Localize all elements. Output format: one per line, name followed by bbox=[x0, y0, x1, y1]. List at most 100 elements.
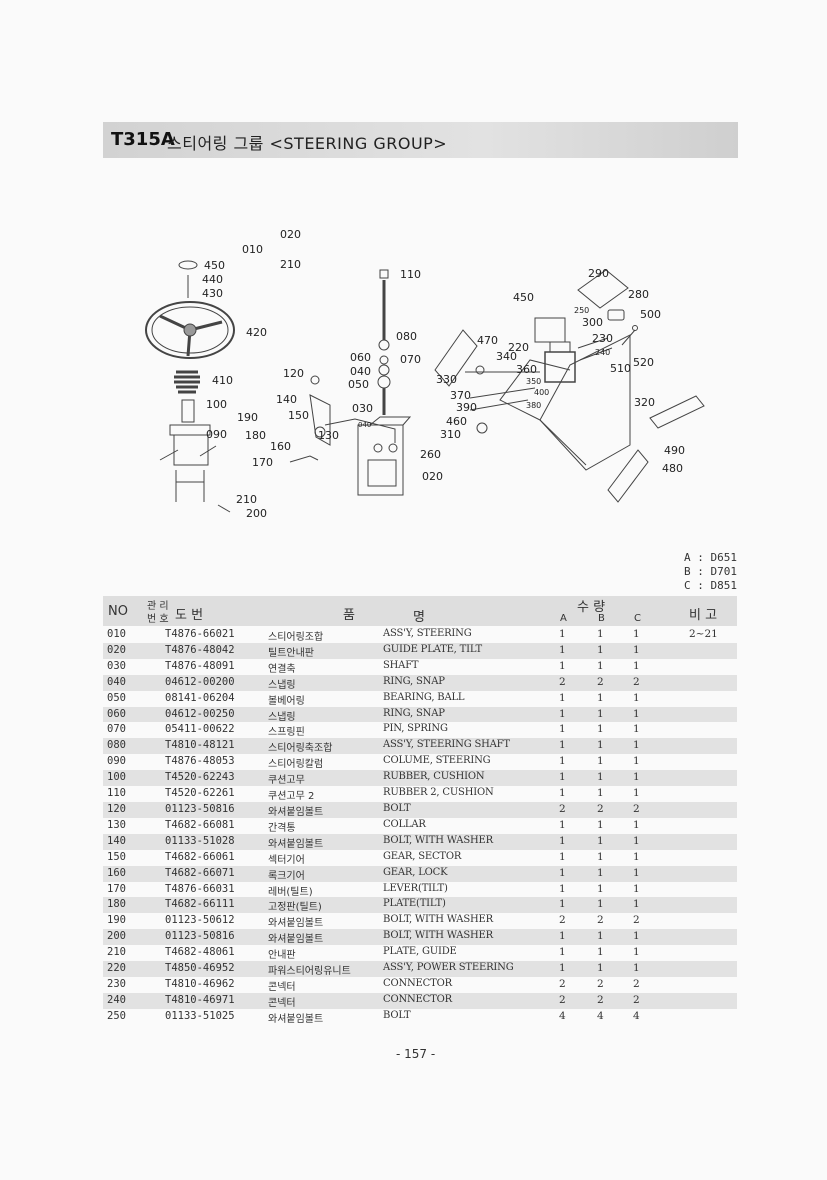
cell-a: 1 bbox=[559, 946, 566, 959]
cell-b: 1 bbox=[597, 930, 604, 943]
callout-070: 070 bbox=[400, 353, 421, 366]
cell-no: 120 bbox=[107, 802, 126, 815]
cell-c: 2 bbox=[633, 802, 640, 815]
cell-a: 1 bbox=[559, 787, 566, 800]
cell-c: 2 bbox=[633, 675, 640, 688]
cell-kr: 레버(틸트) bbox=[268, 886, 313, 898]
cell-c: 1 bbox=[633, 691, 640, 704]
cell-a: 1 bbox=[559, 691, 566, 704]
callout-220: 220 bbox=[508, 341, 529, 354]
cell-kr: 쿠션고무 bbox=[268, 775, 305, 787]
model-legend-b: B : D701 bbox=[684, 565, 737, 578]
cell-c: 2 bbox=[633, 993, 640, 1006]
header-drawing-no: 도 번 bbox=[175, 608, 204, 623]
cell-rm: 2~21 bbox=[689, 628, 718, 640]
callout-480: 480 bbox=[662, 462, 683, 475]
header-qty-c: C bbox=[634, 613, 641, 624]
callout-340: 340 bbox=[496, 350, 517, 363]
cell-b: 1 bbox=[597, 850, 604, 863]
model-legend-c: C : D851 bbox=[684, 579, 737, 592]
callout-210b: 210 bbox=[236, 493, 257, 506]
callout-450b: 450 bbox=[513, 291, 534, 304]
callout-400: 400 bbox=[534, 388, 549, 397]
section-title: 스티어링 그룹 <STEERING GROUP> bbox=[167, 134, 448, 153]
cell-no: 020 bbox=[107, 643, 126, 656]
cell-en: BOLT, WITH WASHER bbox=[383, 914, 493, 926]
callout-470: 470 bbox=[477, 334, 498, 347]
cell-b: 1 bbox=[597, 787, 604, 800]
callout-160: 160 bbox=[270, 440, 291, 453]
cell-kr: 볼베어링 bbox=[268, 695, 305, 707]
cell-no: 150 bbox=[107, 850, 126, 863]
cell-a: 2 bbox=[559, 914, 566, 927]
callout-390: 390 bbox=[456, 401, 477, 414]
cell-en: RING, SNAP bbox=[383, 675, 445, 687]
cell-no: 160 bbox=[107, 866, 126, 879]
cell-b: 1 bbox=[597, 723, 604, 736]
cell-en: PLATE(TILT) bbox=[383, 898, 446, 910]
cell-b: 1 bbox=[597, 707, 604, 720]
cell-kr: 와셔붙임볼트 bbox=[268, 1013, 324, 1025]
cell-no: 010 bbox=[107, 628, 126, 640]
cell-en: GUIDE PLATE, TILT bbox=[383, 643, 482, 655]
cell-a: 1 bbox=[559, 628, 566, 640]
callout-050: 050 bbox=[348, 378, 369, 391]
cell-en: ASS'Y, STEERING bbox=[383, 628, 472, 639]
cell-no: 090 bbox=[107, 755, 126, 768]
cell-pn: T4876-48091 bbox=[165, 659, 235, 672]
header-qty-a: A bbox=[560, 613, 567, 624]
cell-b: 4 bbox=[597, 1009, 604, 1022]
cell-b: 1 bbox=[597, 755, 604, 768]
cell-en: PIN, SPRING bbox=[383, 723, 448, 735]
callout-370: 370 bbox=[450, 389, 471, 402]
callout-210a: 210 bbox=[280, 258, 301, 271]
cell-en: BOLT, WITH WASHER bbox=[383, 834, 493, 846]
cell-c: 1 bbox=[633, 723, 640, 736]
cell-a: 1 bbox=[559, 930, 566, 943]
steering-wheel bbox=[145, 301, 235, 359]
callout-040b: 040 bbox=[358, 421, 371, 429]
header-mgmt-top: 관 리 bbox=[147, 601, 169, 612]
cell-kr: 와셔붙임볼트 bbox=[268, 918, 324, 930]
cell-no: 200 bbox=[107, 930, 126, 943]
callout-030: 030 bbox=[352, 402, 373, 415]
callout-320: 320 bbox=[634, 396, 655, 409]
cell-pn: T4876-66031 bbox=[165, 882, 235, 895]
cell-pn: T4682-66071 bbox=[165, 866, 235, 879]
section-title-bar: T315A 스티어링 그룹 <STEERING GROUP> bbox=[103, 122, 738, 158]
callout-490: 490 bbox=[664, 444, 685, 457]
part-callouts: 020 010 210 450 440 430 420 410 100 090 … bbox=[202, 228, 685, 520]
cell-b: 1 bbox=[597, 834, 604, 847]
cell-no: 210 bbox=[107, 946, 126, 959]
cell-pn: 01133-51028 bbox=[165, 834, 235, 847]
cell-en: ASS'Y, POWER STEERING bbox=[383, 962, 514, 974]
cell-a: 1 bbox=[559, 643, 566, 656]
header-name-1: 품 bbox=[343, 608, 355, 623]
cell-pn: 01123-50816 bbox=[165, 802, 235, 815]
cell-a: 1 bbox=[559, 962, 566, 975]
callout-090: 090 bbox=[206, 428, 227, 441]
cell-a: 1 bbox=[559, 866, 566, 879]
callout-020a: 020 bbox=[280, 228, 301, 241]
cell-b: 1 bbox=[597, 643, 604, 656]
callout-130: 130 bbox=[318, 429, 339, 442]
cell-a: 1 bbox=[559, 818, 566, 831]
header-remark: 비 고 bbox=[689, 608, 718, 623]
cell-c: 1 bbox=[633, 850, 640, 863]
cell-c: 1 bbox=[633, 707, 640, 720]
cell-no: 030 bbox=[107, 659, 126, 672]
cell-kr: 스냅링 bbox=[268, 711, 296, 723]
